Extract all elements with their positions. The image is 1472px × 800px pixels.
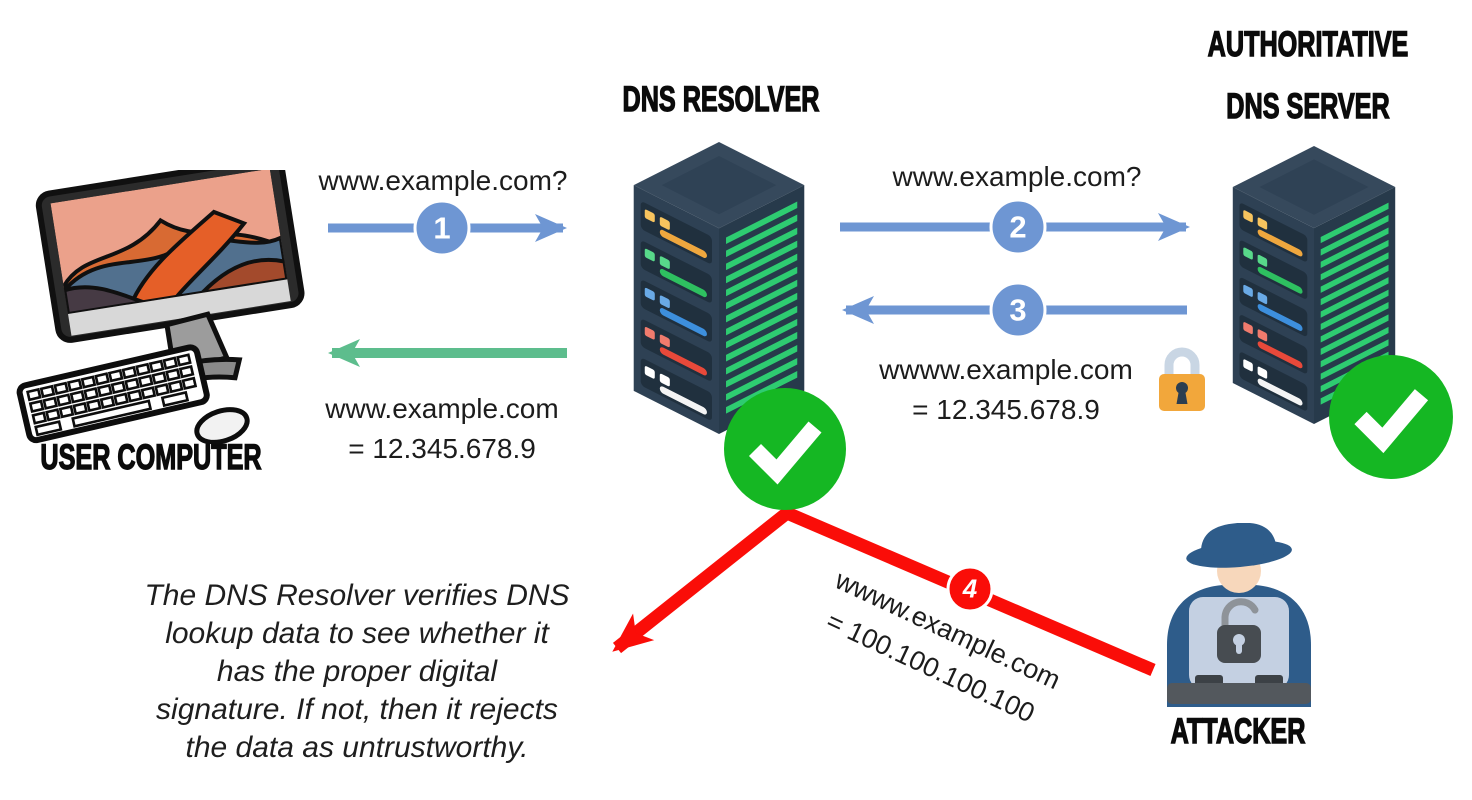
signed-record-lock-icon: [1159, 347, 1205, 411]
query-2-text: www.example.com?: [892, 161, 1142, 192]
keyboard: [16, 344, 210, 444]
user-computer-label: USER COMPUTER: [40, 438, 262, 477]
authoritative-server-illustration: [1232, 145, 1396, 425]
authoritative-server-label-line2: DNS SERVER: [1226, 87, 1390, 126]
signed-answer-line1: wwww.example.com: [879, 354, 1133, 385]
dns-resolver-server-illustration: [633, 142, 805, 434]
caption-line-1: The DNS Resolver verifies DNS: [144, 579, 570, 612]
verified-response-text: www.example.com = 12.345.678.9: [325, 389, 558, 469]
attacker-illustration: [1167, 523, 1311, 707]
spoofed-answer-text: wwww.example.com = 100.100.100.100: [811, 560, 1067, 738]
attacker-hat: [1186, 523, 1292, 568]
explanation-caption: The DNS Resolver verifies DNS lookup dat…: [144, 577, 569, 767]
step-3-badge: 3: [989, 281, 1047, 339]
caption-line-2: lookup data to see whether it: [165, 617, 549, 650]
dns-resolver-label: DNS RESOLVER: [622, 80, 820, 119]
caption-line-5: the data as untrustworthy.: [185, 731, 529, 764]
caption-line-4: signature. If not, then it rejects: [156, 693, 558, 726]
mouse: [194, 407, 250, 444]
step-2-badge: 2: [989, 198, 1047, 256]
step-4-badge: 4: [946, 565, 994, 613]
signed-answer-text: wwww.example.com = 12.345.678.9: [879, 350, 1133, 430]
caption-line-3: has the proper digital: [216, 655, 498, 688]
verified-response-line2: = 12.345.678.9: [348, 433, 536, 464]
step-1-badge: 1: [413, 199, 471, 257]
auth-server-check-icon: [1329, 355, 1453, 479]
query-1-text: www.example.com?: [318, 165, 568, 196]
user-computer-illustration: [16, 170, 305, 444]
signed-answer-line2: = 12.345.678.9: [912, 394, 1100, 425]
open-padlock-icon: [1217, 598, 1261, 663]
authoritative-server-label-line1: AUTHORITATIVE: [1207, 25, 1409, 64]
attacker-label: ATTACKER: [1170, 712, 1306, 751]
verified-response-line1: www.example.com: [325, 393, 559, 424]
resolver-check-icon: [724, 388, 846, 510]
